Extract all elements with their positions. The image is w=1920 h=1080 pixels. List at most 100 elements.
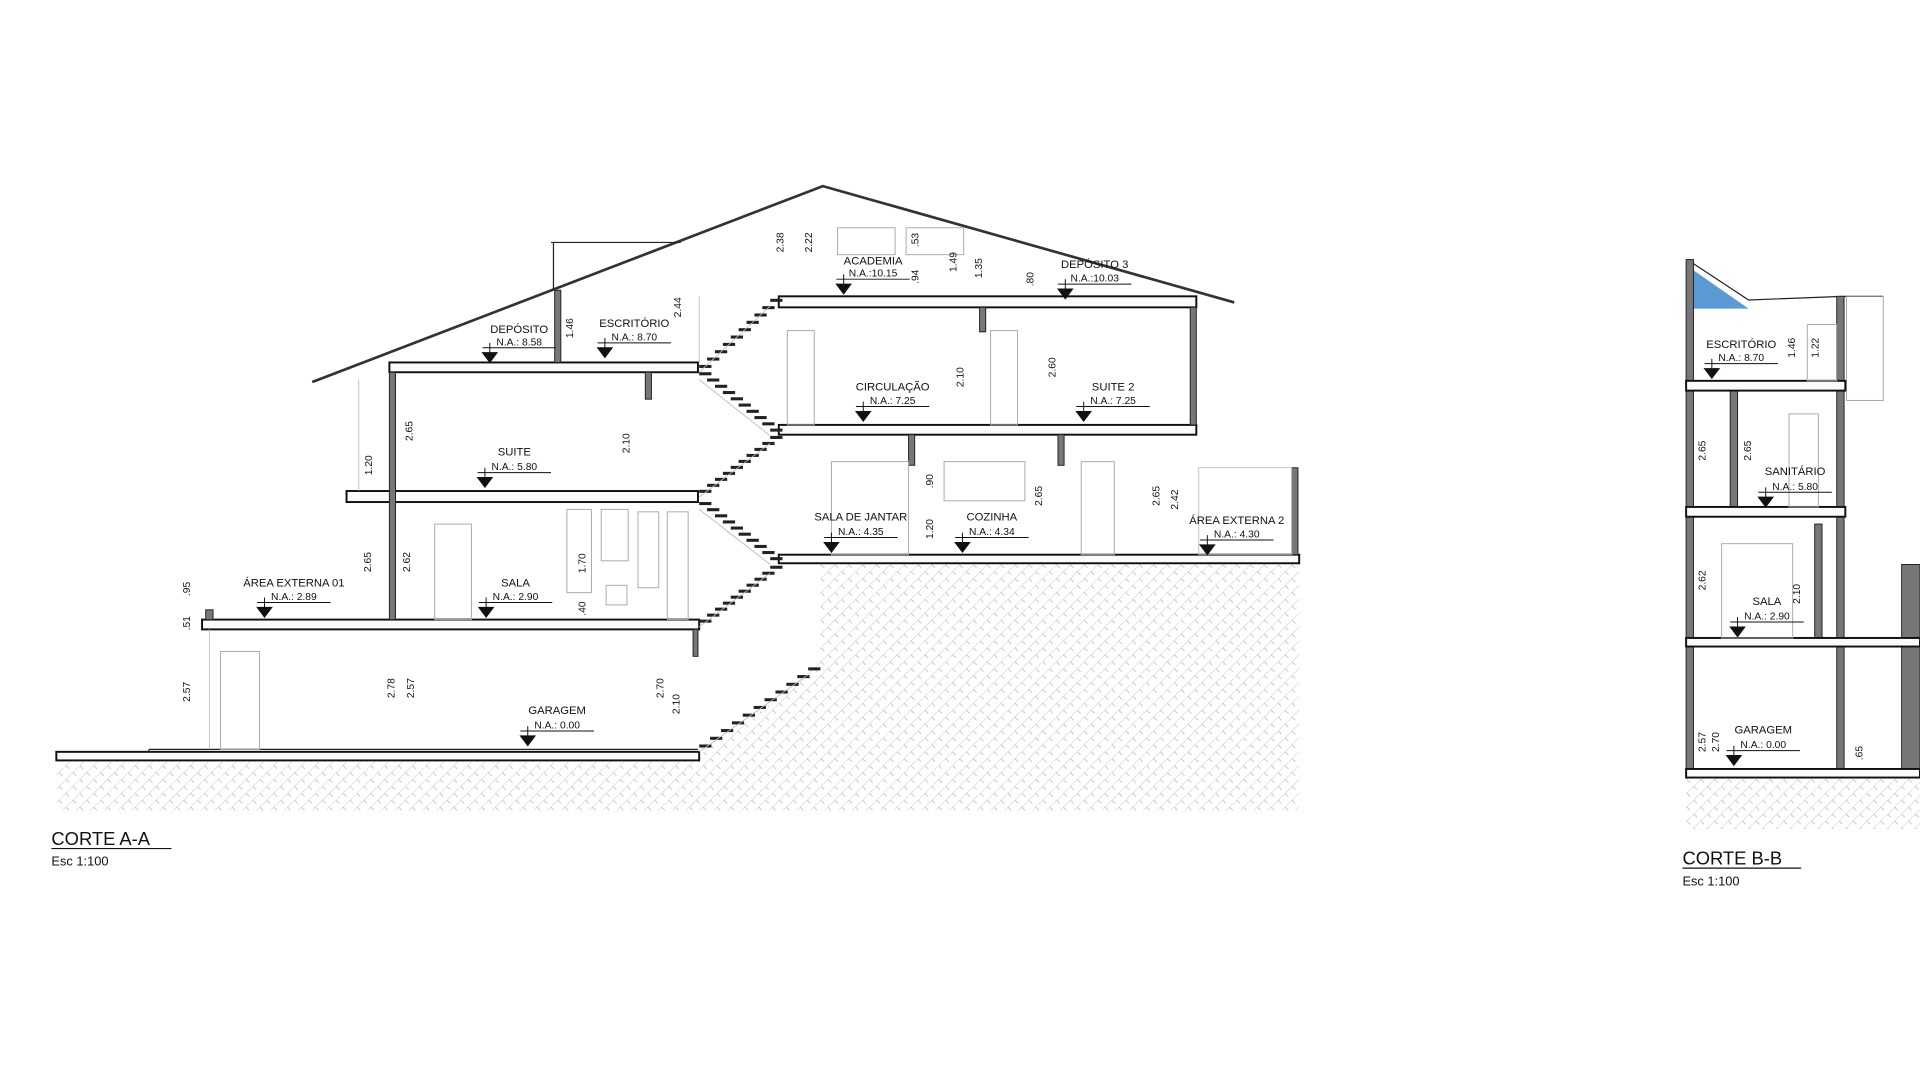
level-marker-icon <box>519 726 537 747</box>
stair-tread <box>699 619 712 623</box>
wall <box>644 371 652 400</box>
stair-tread <box>722 520 736 524</box>
wall <box>388 371 396 621</box>
svg-text:N.A.:10.15: N.A.:10.15 <box>849 269 898 280</box>
stair-tread <box>714 607 728 611</box>
dimension-label: .90 <box>925 474 936 489</box>
wall <box>554 289 562 363</box>
stair-stringer <box>698 509 771 565</box>
stair-tread <box>722 391 736 395</box>
stair-tread <box>770 435 783 439</box>
dimension-label: 2.65 <box>405 421 416 441</box>
svg-text:N.A.: 4.35: N.A.: 4.35 <box>838 527 884 538</box>
dimension-label: 1.22 <box>1810 337 1821 357</box>
svg-text:ÁREA EXTERNA 2: ÁREA EXTERNA 2 <box>1189 514 1284 527</box>
stair-tread <box>714 477 728 481</box>
svg-text:DEPÓSITO 3: DEPÓSITO 3 <box>1061 258 1128 271</box>
slab-circulation <box>777 423 1198 436</box>
ground-hatch <box>56 563 1300 811</box>
dimension-label: 2.44 <box>673 297 684 317</box>
stair-tread <box>746 453 759 457</box>
level-marker-icon <box>835 274 852 295</box>
stair-tread <box>762 571 775 575</box>
stair-tread <box>762 441 775 445</box>
stair-stringer <box>698 572 771 628</box>
stair-tread <box>720 729 734 733</box>
section-a-title: CORTE A-A <box>51 828 150 849</box>
stair-tread <box>731 721 745 725</box>
svg-text:SANITÁRIO: SANITÁRIO <box>1765 465 1826 478</box>
section-a-scale: Esc 1:100 <box>51 854 108 869</box>
stair-tread <box>770 298 783 302</box>
dimension-label: .80 <box>1025 272 1036 287</box>
dimension-label: 2.10 <box>1792 584 1803 604</box>
svg-text:ÁREA EXTERNA 01: ÁREA EXTERNA 01 <box>243 577 344 590</box>
room-label: ÁREA EXTERNA 2 N.A.: 4.30 <box>1189 514 1284 556</box>
slab-suite <box>345 490 699 504</box>
dimension-label: .51 <box>182 616 193 631</box>
dimension-label: 1.35 <box>974 258 985 278</box>
svg-text:N.A.:10.03: N.A.:10.03 <box>1070 274 1119 285</box>
wall <box>979 306 987 333</box>
section-b-scale: Esc 1:100 <box>1682 873 1739 888</box>
dimension-label: 1.20 <box>925 519 936 539</box>
dimension-label: 2.65 <box>1152 486 1163 506</box>
svg-text:N.A.: 2.90: N.A.: 2.90 <box>493 592 539 603</box>
wall <box>1291 467 1299 556</box>
stair-tread <box>775 690 788 694</box>
stair-tread <box>714 514 728 518</box>
dimension-label: 1.46 <box>565 318 576 338</box>
wall <box>205 609 214 621</box>
stair-tread <box>770 557 783 561</box>
svg-text:SALA: SALA <box>501 578 530 590</box>
dimension-label: .94 <box>910 269 921 284</box>
stair-tread <box>797 675 810 679</box>
dimension-label: 1.46 <box>1787 337 1798 357</box>
svg-text:N.A.: 5.80: N.A.: 5.80 <box>491 462 537 473</box>
stair-tread <box>730 595 743 599</box>
svg-text:N.A.: 5.80: N.A.: 5.80 <box>1772 482 1818 493</box>
svg-text:SUITE 2: SUITE 2 <box>1092 382 1135 394</box>
room-label: SANITÁRIO N.A.: 5.80 <box>1757 465 1832 508</box>
wall <box>908 434 916 466</box>
svg-text:N.A.: 8.58: N.A.: 8.58 <box>496 337 542 348</box>
stair-stringer <box>698 674 809 753</box>
level-marker-icon <box>481 342 499 364</box>
dimension-label: 2.78 <box>386 678 397 698</box>
level-marker-icon <box>1703 358 1721 380</box>
dimension-label: 1.70 <box>577 553 588 573</box>
stair-tread <box>722 601 736 605</box>
svg-text:N.A.: 0.00: N.A.: 0.00 <box>1740 740 1786 751</box>
stair-tread <box>808 667 821 671</box>
stair-tread <box>730 465 743 469</box>
stair-tread <box>699 502 712 506</box>
dimension-label: 2.38 <box>776 232 787 252</box>
svg-text:N.A.: 8.70: N.A.: 8.70 <box>611 332 657 343</box>
dimension-label: 2.57 <box>1698 732 1709 752</box>
dimension-label: 2.65 <box>1034 486 1045 506</box>
svg-text:N.A.: 4.30: N.A.: 4.30 <box>1214 530 1260 541</box>
stair-tread <box>764 698 777 702</box>
stair-tread <box>762 551 775 555</box>
dimension-label: 2.65 <box>1698 440 1709 460</box>
level-marker-icon <box>1199 535 1216 556</box>
stair-tread <box>754 544 767 548</box>
wall <box>1901 564 1920 770</box>
level-marker-icon <box>1056 279 1074 300</box>
wall <box>1189 306 1197 426</box>
stair-tread <box>714 384 728 388</box>
svg-text:N.A.: 2.89: N.A.: 2.89 <box>271 592 317 603</box>
svg-text:GARAGEM: GARAGEM <box>1735 724 1793 736</box>
wall <box>1729 390 1739 508</box>
level-marker-icon <box>476 467 494 489</box>
glass-skylight <box>1692 269 1749 309</box>
stair-tread <box>707 378 720 382</box>
